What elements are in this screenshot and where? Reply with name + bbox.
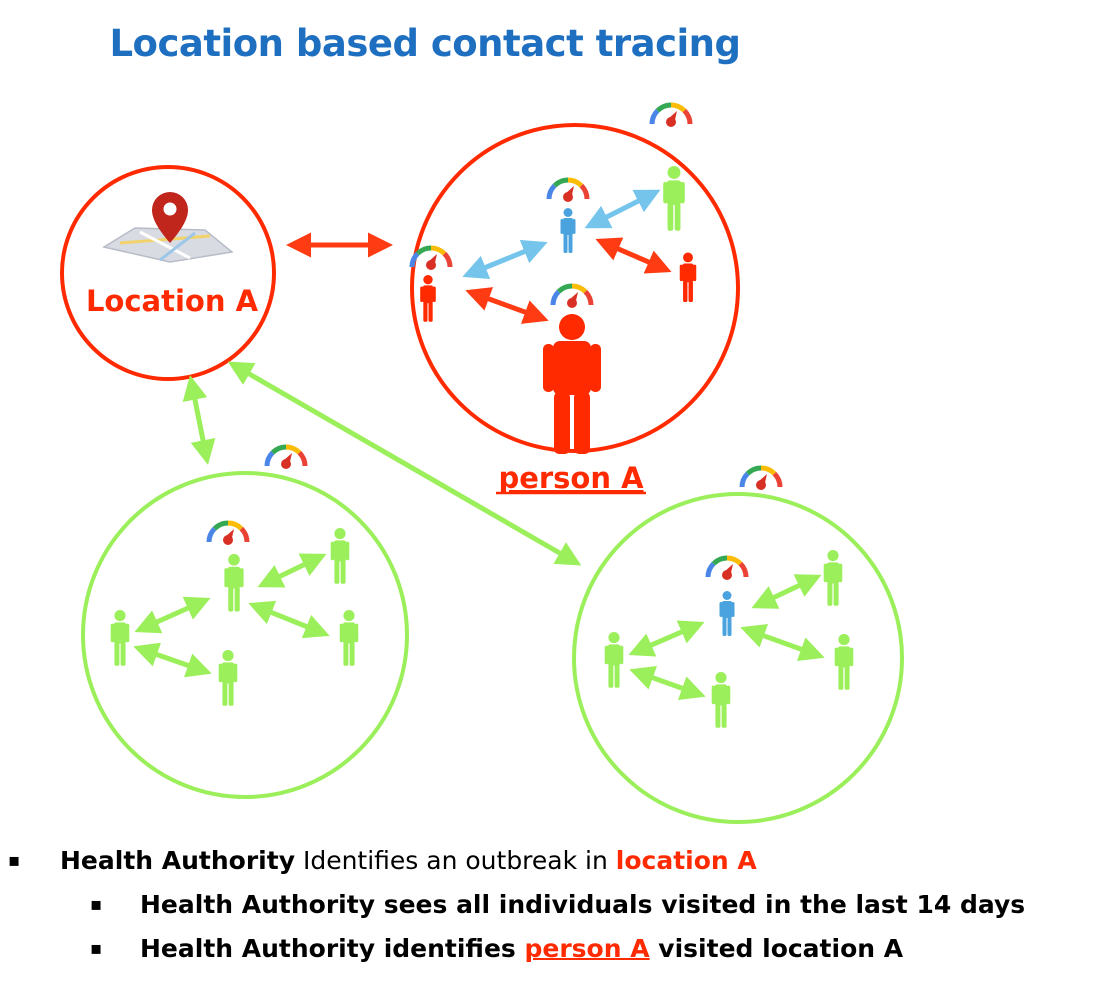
person-icon — [663, 166, 685, 231]
person-a-icon — [543, 314, 601, 454]
double-arrow-icon — [629, 665, 706, 701]
person-icon — [560, 208, 576, 253]
person-icon — [224, 554, 244, 612]
person-icon — [604, 632, 624, 688]
person-a-label: person A — [498, 461, 644, 495]
person-icon — [330, 528, 350, 584]
bullet-highlight: location A — [615, 846, 757, 875]
double-arrow-icon — [257, 553, 327, 588]
map-pin-icon — [102, 192, 234, 263]
person-icon — [719, 591, 735, 636]
double-arrow-icon — [584, 189, 661, 229]
bullet-highlight: person A — [524, 934, 650, 963]
double-arrow-icon — [595, 237, 672, 274]
person-icon — [339, 610, 359, 666]
person-icon — [711, 672, 731, 728]
double-arrow-icon — [465, 287, 549, 324]
risk-gauge-icon — [209, 523, 247, 545]
person-icon — [420, 275, 436, 322]
double-arrow-icon — [133, 642, 212, 678]
double-arrow-icon — [227, 361, 582, 566]
green-contact-group-circle — [81, 471, 409, 799]
double-arrow-icon — [751, 574, 822, 609]
risk-gauge-icon — [652, 105, 690, 127]
person-icon — [218, 650, 238, 706]
bullet-marker: ▪ — [90, 938, 103, 959]
double-arrow-icon — [628, 620, 705, 657]
double-arrow-icon — [248, 600, 330, 639]
green-contact-group-circle — [572, 492, 904, 824]
person-icon — [110, 610, 130, 666]
bullet-text: Identifies an outbreak in — [295, 846, 616, 875]
risk-gauge-icon — [549, 180, 587, 202]
risk-gauge-icon — [267, 447, 305, 469]
risk-gauge-icon — [708, 558, 746, 580]
person-icon — [823, 550, 843, 606]
bullet-marker: ▪ — [90, 894, 103, 915]
double-arrow-icon — [134, 596, 211, 634]
bullet-strong-text: Health Authority — [60, 846, 295, 875]
risk-gauge-icon — [742, 468, 780, 490]
contact-tracing-diagram: Location A person A — [60, 0, 904, 824]
bullet-text: Health Authority sees all individuals vi… — [140, 890, 1026, 919]
person-icon — [834, 634, 854, 690]
location-a-label: Location A — [86, 284, 259, 318]
double-arrow-icon — [740, 624, 825, 661]
risk-gauge-icon — [553, 286, 591, 308]
bullet-marker: ▪ — [8, 850, 21, 871]
person-icon — [679, 252, 697, 302]
double-arrow-icon — [182, 375, 216, 465]
risk-gauge-icon — [412, 248, 450, 270]
bullet-tail-text: visited location A — [649, 934, 904, 963]
double-arrow-icon — [462, 239, 548, 280]
bullet-text: Health Authority identifies — [140, 934, 525, 963]
location-a-circle — [60, 165, 276, 381]
page-title: Location based contact tracing — [109, 22, 741, 65]
